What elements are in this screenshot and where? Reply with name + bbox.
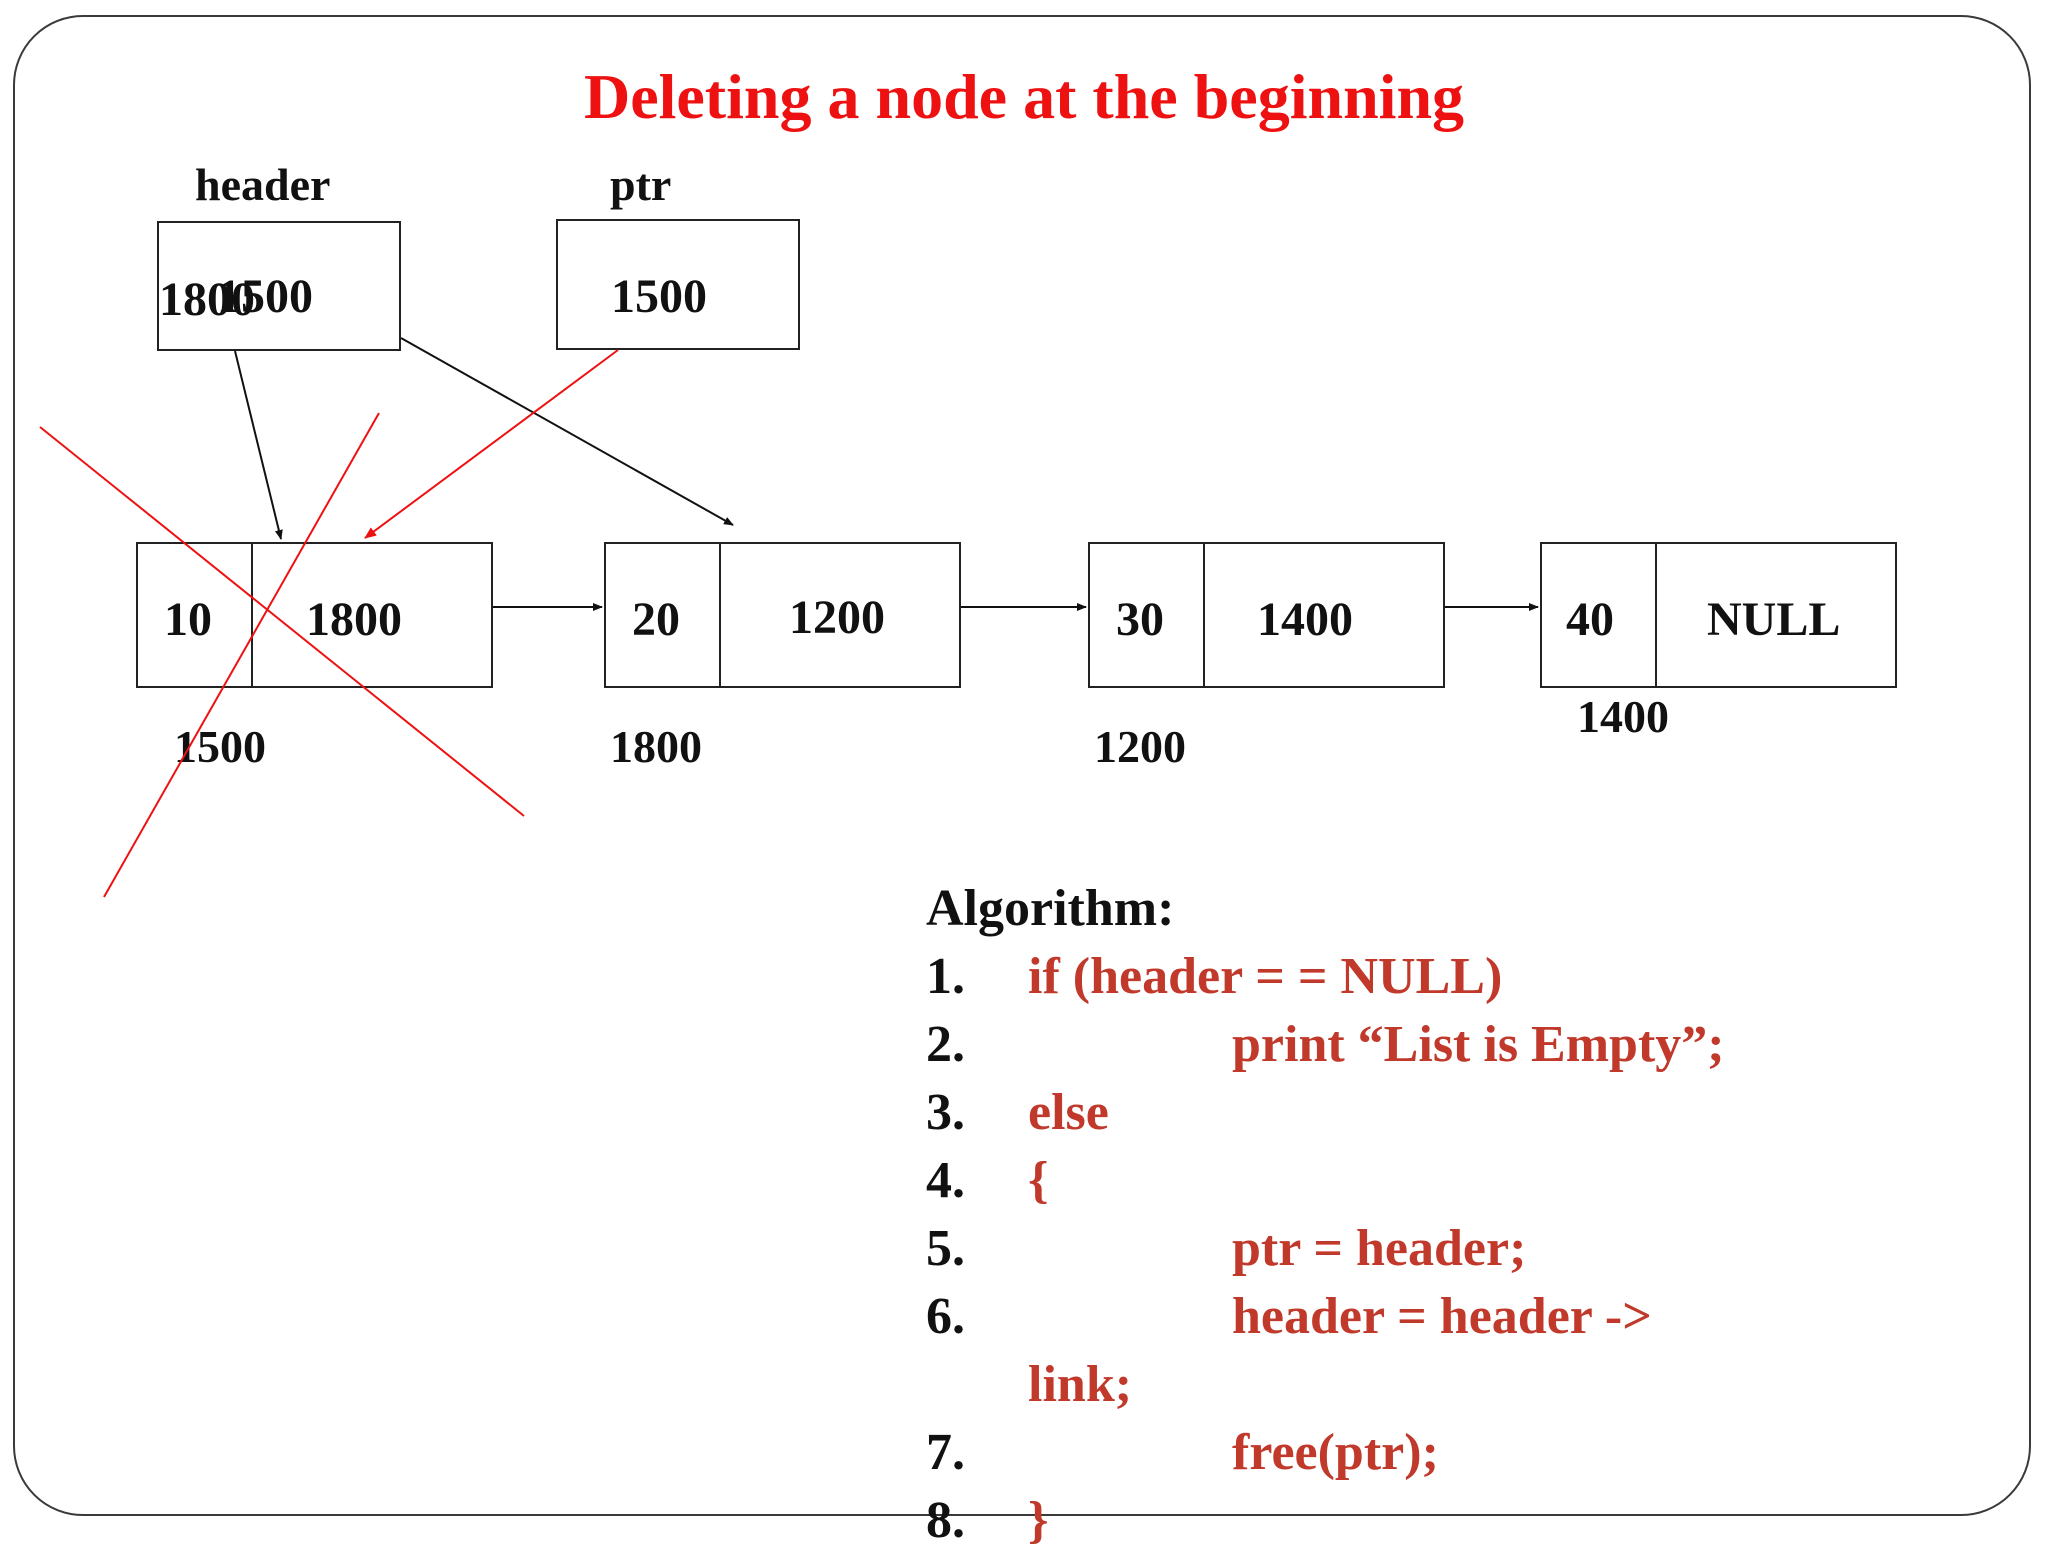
line-code: else bbox=[1028, 1084, 1109, 1141]
list-node: 20 1200 bbox=[604, 542, 961, 688]
line-number: 1. bbox=[926, 948, 965, 1005]
node-link: 1400 bbox=[1257, 593, 1353, 646]
cross-out-line bbox=[39, 426, 525, 817]
header-label: header bbox=[195, 159, 331, 210]
node-divider bbox=[1655, 544, 1657, 686]
ptr-label: ptr bbox=[610, 159, 672, 210]
cross-out-line bbox=[103, 412, 380, 898]
algorithm-line: 8. } bbox=[926, 1487, 1174, 1555]
algorithm-line: 7. free(ptr); bbox=[926, 1419, 1439, 1487]
line-code: free(ptr); bbox=[1232, 1424, 1439, 1481]
slide-title: Deleting a node at the beginning bbox=[583, 61, 1465, 132]
list-node: 40 NULL bbox=[1540, 542, 1897, 688]
algorithm-line: link; bbox=[926, 1351, 1174, 1419]
node-link: 1200 bbox=[789, 591, 885, 644]
node-link: NULL bbox=[1707, 593, 1841, 646]
line-code: ptr = header; bbox=[1232, 1220, 1527, 1277]
line-number: 5. bbox=[926, 1220, 965, 1277]
header-old-value: 1800 bbox=[159, 273, 255, 326]
arrow-header-to-node2 bbox=[400, 337, 734, 526]
line-number: 4. bbox=[926, 1152, 965, 1209]
list-node: 30 1400 bbox=[1088, 542, 1445, 688]
line-number: 2. bbox=[926, 1016, 965, 1073]
ptr-pointer-box: 1500 bbox=[556, 219, 800, 350]
list-node: 10 1800 bbox=[136, 542, 493, 688]
line-code: print “List is Empty”; bbox=[1232, 1016, 1725, 1073]
header-new-value: 1500 bbox=[217, 270, 313, 323]
node-data: 40 bbox=[1566, 593, 1614, 646]
node-divider bbox=[719, 544, 721, 686]
algorithm-block: Algorithm: 1. if (header = = NULL) 2. pr… bbox=[926, 875, 1725, 1555]
node-address: 1400 bbox=[1577, 691, 1669, 742]
node-address: 1800 bbox=[610, 721, 702, 772]
algorithm-line: 6. header = header -> bbox=[926, 1283, 1652, 1351]
arrow-header-to-node1 bbox=[234, 350, 283, 540]
line-code: header = header -> bbox=[1232, 1288, 1652, 1345]
node-data: 30 bbox=[1116, 593, 1164, 646]
ptr-value: 1500 bbox=[611, 270, 707, 323]
algorithm-line: 3. else bbox=[926, 1079, 1174, 1147]
algorithm-heading: Algorithm: bbox=[926, 880, 1175, 937]
line-number: 7. bbox=[926, 1424, 965, 1481]
node-divider bbox=[1203, 544, 1205, 686]
node-divider bbox=[251, 544, 253, 686]
line-code: link; bbox=[1028, 1356, 1133, 1413]
algorithm-line: 2. print “List is Empty”; bbox=[926, 1011, 1725, 1079]
node-data: 10 bbox=[164, 593, 212, 646]
line-number: 6. bbox=[926, 1288, 965, 1345]
line-code: if (header = = NULL) bbox=[1028, 948, 1503, 1005]
algorithm-line: 5. ptr = header; bbox=[926, 1215, 1526, 1283]
line-number: 8. bbox=[926, 1492, 965, 1549]
slide-frame bbox=[13, 15, 2031, 1516]
line-number: 3. bbox=[926, 1084, 965, 1141]
node-link: 1800 bbox=[306, 593, 402, 646]
node-address: 1200 bbox=[1094, 721, 1186, 772]
algorithm-line: 4. { bbox=[926, 1147, 1174, 1215]
arrow-ptr-to-node1 bbox=[364, 349, 619, 539]
line-code: } bbox=[1028, 1492, 1049, 1549]
algorithm-line: 1. if (header = = NULL) bbox=[926, 943, 1502, 1011]
node-data: 20 bbox=[632, 593, 680, 646]
line-code: { bbox=[1028, 1152, 1049, 1209]
header-pointer-box: 1800 1500 bbox=[157, 221, 401, 351]
